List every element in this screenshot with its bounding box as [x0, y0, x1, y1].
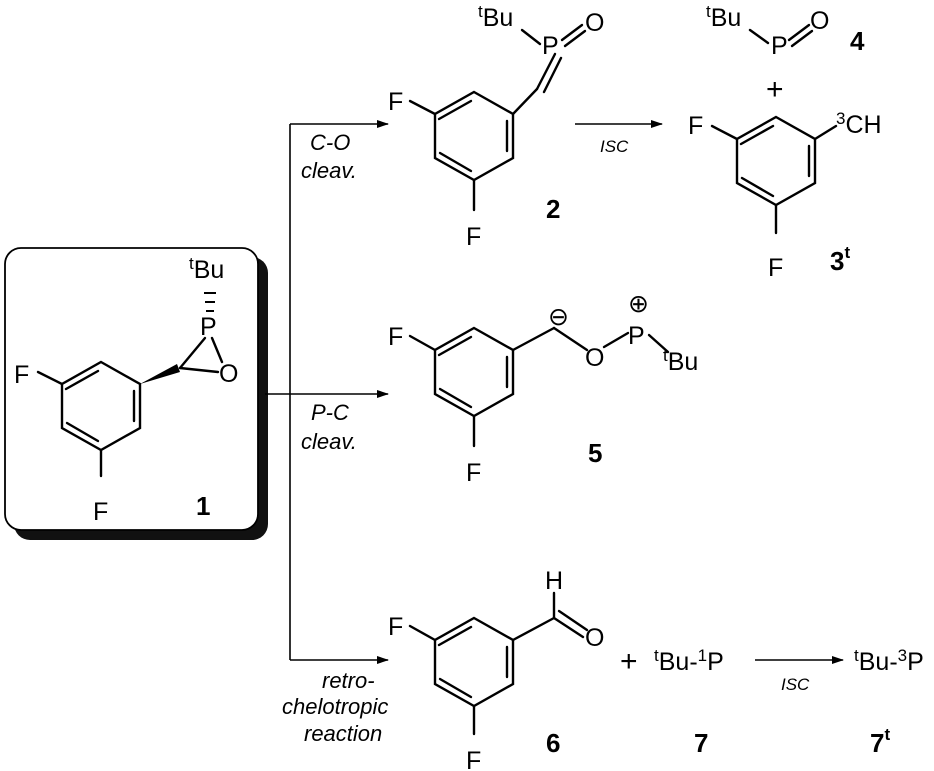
fluorine-atom: F: [466, 459, 481, 487]
triplet-ch-group: 3CH: [836, 109, 882, 139]
bond-c-cho: [511, 616, 556, 642]
oxygen-atom: O: [585, 624, 604, 652]
bond-c-p: [178, 336, 207, 370]
phosphorus-atom: P: [542, 32, 559, 60]
compound-3t: 3CH F F 3t: [688, 109, 882, 282]
fluorine-atom: F: [688, 112, 703, 140]
co-cleavage-label: C-O: [310, 130, 350, 155]
bond-c-f: [408, 334, 437, 352]
compound-2: tBu P O F F 2: [388, 2, 604, 251]
bond-p-tbu: [520, 28, 542, 46]
bond-p-tbu: [748, 28, 770, 45]
bond-p-o: [210, 336, 224, 364]
negative-charge: ⊖: [548, 303, 569, 331]
isc-label: ISC: [600, 137, 629, 156]
benzene-ring: [433, 616, 515, 708]
tbu-prefix: t: [189, 254, 194, 273]
bond-c-f: [710, 124, 739, 141]
fluorine-atom: F: [14, 361, 29, 389]
triplet-phosphinidene: tBu-3P: [854, 646, 924, 676]
compound-label: 1: [196, 491, 210, 521]
double-bond-p-o: [560, 23, 584, 42]
positive-charge: ⊕: [628, 290, 649, 318]
reactant-box: [4, 247, 268, 540]
tbu-group: tBu: [706, 2, 741, 32]
oxygen-atom: O: [585, 9, 604, 37]
co-cleavage-label: cleav.: [301, 158, 357, 183]
double-bond-c-p: [535, 52, 557, 91]
retro-chelotropic-label: retro-: [322, 668, 375, 693]
fluorine-atom: F: [466, 223, 481, 251]
phosphorus-atom: P: [200, 313, 217, 341]
oxygen-atom: O: [810, 7, 829, 35]
bond-c-o: [552, 326, 589, 352]
plus-sign: +: [766, 73, 784, 106]
fluorine-atom: F: [388, 613, 403, 641]
compound-6: H O F F 6: [388, 567, 604, 771]
wedge-bond: [140, 364, 180, 384]
bond-o-p: [602, 331, 630, 349]
compound-label: 2: [546, 194, 560, 224]
compound-label: 4: [850, 26, 865, 56]
tbu-group: tBu: [663, 346, 698, 376]
fluorine-atom: F: [388, 88, 403, 116]
bond-p-tbu: [647, 333, 670, 354]
bond-c-ch: [813, 124, 838, 141]
pc-cleavage-label: P-C: [311, 400, 349, 425]
bond-c-o: [178, 366, 220, 374]
phosphorus-atom: P: [771, 32, 788, 60]
double-bond-p-o: [563, 29, 587, 48]
branch-arrows: [265, 120, 389, 664]
double-bond-c-p: [542, 56, 563, 94]
benzene-ring: [433, 326, 515, 418]
phosphorus-atom: P: [628, 322, 645, 350]
compound-label: 7: [694, 728, 708, 758]
tbu-text: Bu: [194, 256, 225, 284]
double-bond-p-o: [787, 23, 811, 42]
benzene-ring: [735, 115, 817, 207]
plus-sign: +: [620, 645, 638, 678]
bond-c-f: [408, 624, 437, 642]
compound-7: tBu-1P 7: [654, 646, 724, 758]
double-bond-c-o: [552, 616, 585, 639]
bond-c-ch: [511, 326, 556, 352]
oxygen-atom: O: [585, 344, 604, 372]
retro-chelotropic-label: reaction: [304, 721, 382, 746]
oxygen-atom: O: [219, 360, 238, 388]
retro-chelotropic-label: chelotropic: [282, 694, 388, 719]
compound-label: 5: [588, 438, 602, 468]
compound-label: 6: [546, 728, 560, 758]
double-bond-c-o: [557, 609, 589, 632]
fluorine-atom: F: [93, 498, 108, 526]
compound-label: 7t: [870, 725, 890, 758]
compound-1: tBu P O F F 1: [14, 254, 238, 526]
isc-label: ISC: [781, 675, 810, 694]
fluorine-atom: F: [466, 747, 481, 771]
double-bond-p-o: [790, 29, 814, 48]
fluorine-atom: F: [768, 254, 783, 282]
compound-7t: tBu-3P 7t: [854, 646, 924, 758]
compound-4: tBu P O 4: [706, 2, 865, 60]
compound-5: ⊖ O P ⊕ tBu F F 5: [388, 290, 698, 487]
singlet-phosphinidene: tBu-1P: [654, 646, 724, 676]
tbu-group: tBu: [189, 254, 224, 284]
bond-c-ch: [511, 87, 539, 116]
compound-label: 3t: [830, 243, 850, 276]
pc-cleavage-label: cleav.: [301, 429, 357, 454]
benzene-ring: [433, 90, 515, 182]
bond-c-f: [408, 99, 437, 116]
hydrogen-atom: H: [545, 567, 563, 595]
fluorine-atom: F: [388, 323, 403, 351]
tbu-group: tBu: [478, 2, 513, 32]
hashed-bond: [204, 292, 216, 312]
bond-c-f: [36, 370, 64, 386]
